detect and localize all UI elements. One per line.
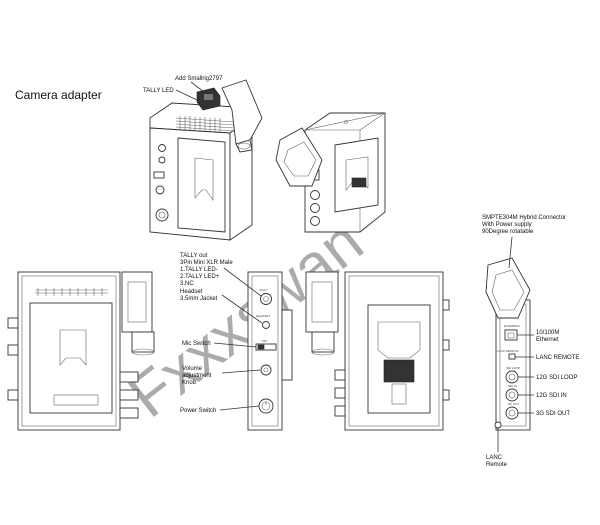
panel-mark-sdi-loop: SDI LOOP — [506, 366, 520, 370]
panel-mark-sdi-in: SDI IN — [508, 384, 517, 388]
panel-headset-jack-icon — [262, 321, 270, 329]
iso-volume-knob-icon — [155, 185, 165, 195]
callout-ethernet: 10/100M Ethernet — [536, 330, 561, 343]
vent-grid — [175, 116, 235, 132]
adapter-iso-rear-view — [275, 112, 386, 233]
rear-v-mount-plate-icon — [334, 137, 379, 213]
panel-mark-mic: MIC — [262, 339, 268, 343]
panel-tally-port-icon — [260, 293, 272, 305]
panel-ethernet-port-icon — [504, 329, 518, 341]
callout-tally-out: TALLY out 3Pin Mini XLR Male 1.TALLY LED… — [180, 253, 234, 287]
callout-lanc-remote: LANC REMOTE — [536, 355, 579, 361]
callout-volume-knob: Volume adjustment Knob — [182, 366, 213, 386]
panel-volume-knob-icon — [260, 364, 272, 376]
front-smpte-connector-icon — [121, 271, 153, 333]
diagram-title: Camera adapter — [15, 88, 102, 102]
adapter-rear-flat-view — [305, 271, 450, 431]
panel-sdi-loop-port-icon — [505, 370, 519, 384]
callout-3g-sdi-out: 3G SDI OUT — [536, 411, 570, 417]
callout-lanc-bottom: LANC Remote — [486, 455, 508, 468]
panel-sdi-out-port-icon — [505, 406, 519, 420]
adapter-control-side-panel: TALLY HEADSET MIC — [213, 267, 293, 431]
callout-add-smallrig: Add Smallrig2797 — [175, 76, 223, 82]
callout-12g-sdi-in: 12G SDI IN — [536, 393, 567, 399]
panel-mark-sdi-out: 3G OUT — [508, 402, 519, 406]
panel-lanc-port-icon — [508, 353, 516, 360]
adapter-iso-front-view — [149, 79, 263, 241]
iso-power-switch-icon — [155, 208, 169, 222]
rear-flat-smpte-connector-icon — [305, 271, 339, 333]
panel-lanc-remote-jack-icon — [494, 421, 502, 429]
adapter-connector-side-panel: ETHERNET LANC REMOTE SDI LOOP SDI IN 3G … — [485, 236, 534, 452]
panel-mark-lanc: LANC REMOTE — [497, 349, 519, 353]
panel-mark-ethernet: ETHERNET — [504, 324, 520, 328]
rear-bnc-port-icon — [310, 190, 320, 200]
iso-mic-switch-icon — [153, 171, 165, 179]
callout-tally-led: TALLY LED — [143, 88, 174, 94]
callout-headset: Headset 3.5mm Jacket — [180, 289, 218, 302]
panel-mark-headset: HEADSET — [256, 314, 270, 318]
tally-led-lens-icon — [204, 94, 213, 100]
callout-12g-sdi-loop: 12G SDI LOOP — [536, 375, 577, 381]
panel-mark-tally: TALLY — [259, 288, 268, 292]
iso-jack-icon — [158, 156, 166, 164]
callout-smpte-connector: SMPTE304M Hybrid Connector With Power su… — [482, 215, 568, 235]
rear-flat-v-mount-plate-icon — [367, 304, 431, 414]
callout-mic-switch: Mic Switch — [182, 341, 211, 347]
panel-sdi-in-port-icon — [505, 388, 519, 402]
iso-knob-top-icon — [158, 144, 166, 152]
adapter-front-flat-view — [7, 271, 155, 431]
callout-power-switch: Power Switch — [180, 408, 216, 414]
